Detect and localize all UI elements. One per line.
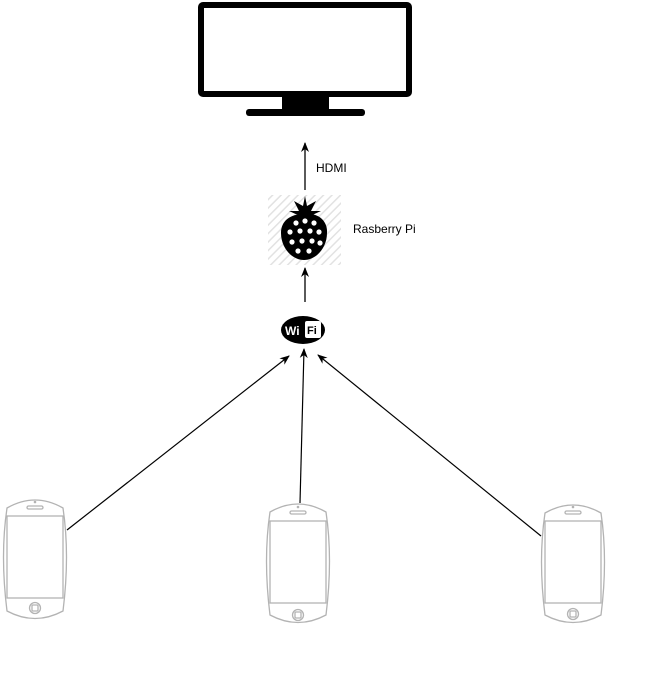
monitor-icon [198, 2, 412, 116]
wifi-wi-text: Wi [285, 324, 300, 338]
smartphone-icon [265, 503, 331, 624]
smartphone-icon [540, 504, 606, 624]
phone-left-arrow [66, 355, 290, 531]
raspberry-pi-icon [268, 195, 341, 265]
wifi-fi-text: Fi [307, 325, 317, 337]
phone-center-arrow [299, 348, 308, 504]
phone-right-arrow [317, 354, 542, 537]
wifi-icon: Wi Fi [281, 316, 325, 344]
smartphone-icon [2, 499, 68, 620]
hdmi-label: HDMI [316, 161, 347, 175]
raspberry-pi-label: Rasberry Pi [353, 222, 416, 236]
